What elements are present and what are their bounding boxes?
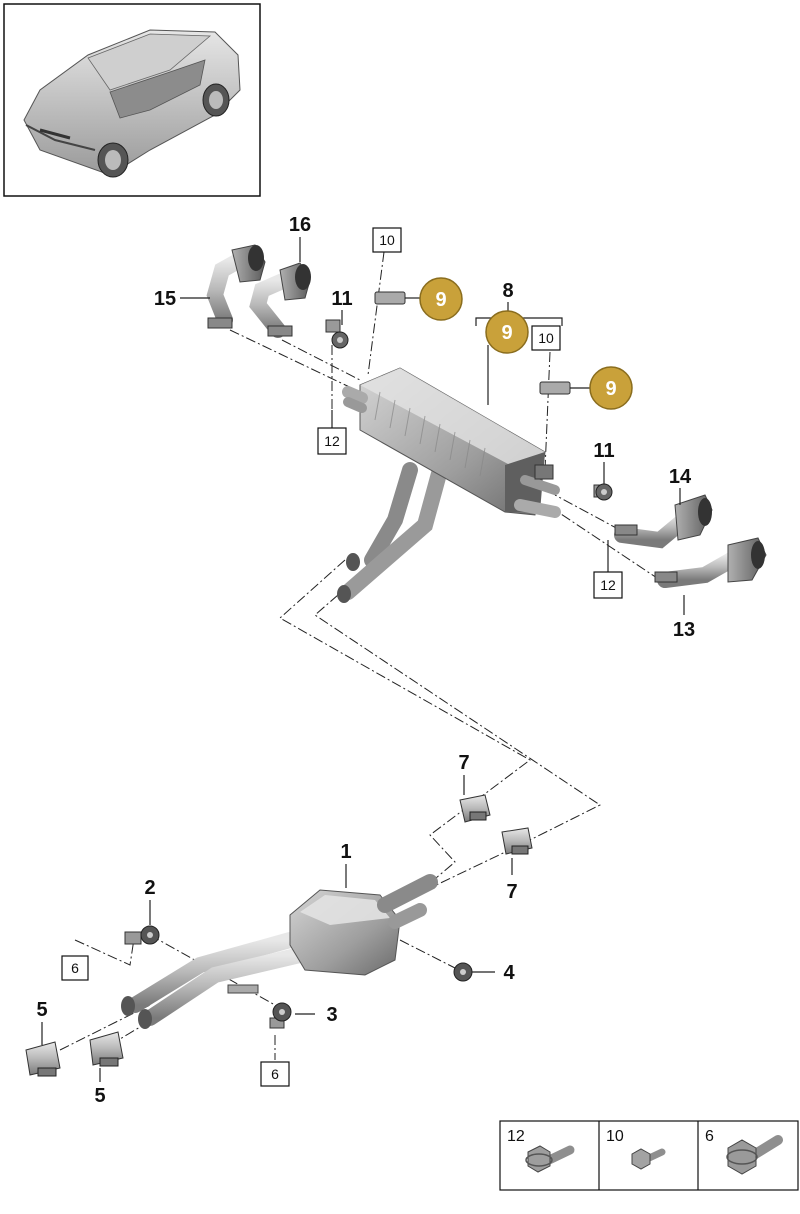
clamp-5-left <box>25 1041 61 1077</box>
label-15: 15 <box>154 288 176 310</box>
car-suv-icon <box>23 29 241 178</box>
badge-9-lower[interactable] <box>589 366 633 410</box>
tailpipe-13 <box>654 537 767 588</box>
tailpipe-16 <box>249 262 311 338</box>
leader-lines <box>41 237 685 1082</box>
sensor-bracket-9-a <box>374 291 406 305</box>
label-8: 8 <box>502 280 513 302</box>
clamp-7-upper <box>459 794 491 823</box>
label-16: 16 <box>289 214 311 236</box>
highlight-badges: 9 9 9 <box>419 277 633 410</box>
part-number-labels: 16 15 11 8 11 14 13 7 7 1 2 3 4 5 5 <box>36 214 695 1107</box>
box-10-right: 10 <box>538 330 554 346</box>
clamp-5-right <box>89 1031 124 1067</box>
rubber-mount-2 <box>124 925 160 945</box>
small-bolt-icon <box>631 1148 666 1170</box>
label-11-right: 11 <box>593 440 614 462</box>
hex-bolt-large-icon <box>726 1135 783 1175</box>
label-7-lower: 7 <box>506 881 517 903</box>
box-12-right: 12 <box>600 577 616 593</box>
badge-9-upper-text: 9 <box>435 289 446 311</box>
rubber-mount-4 <box>453 962 473 982</box>
box-12-left: 12 <box>324 433 340 449</box>
vehicle-thumbnail <box>3 3 261 197</box>
label-5-right: 5 <box>94 1085 105 1107</box>
label-4: 4 <box>503 962 515 984</box>
label-5-left: 5 <box>36 999 47 1021</box>
box-10-left: 10 <box>379 232 395 248</box>
fastener-table: 12 10 6 <box>499 1120 799 1191</box>
tailpipe-15 <box>206 244 266 329</box>
clamp-7-lower <box>501 827 533 855</box>
label-11-left: 11 <box>331 288 352 310</box>
hanger-11-right <box>593 483 613 501</box>
badge-9-middle-text: 9 <box>501 322 512 344</box>
label-1: 1 <box>340 841 351 863</box>
label-13: 13 <box>673 619 695 641</box>
fastener-number-10: 10 <box>606 1128 624 1145</box>
hex-bolt-flange-icon <box>525 1145 575 1173</box>
badge-9-upper[interactable] <box>419 277 463 321</box>
front-muffler <box>121 874 438 1029</box>
badge-9-lower-text: 9 <box>605 378 616 400</box>
label-2: 2 <box>144 877 155 899</box>
fastener-number-6: 6 <box>705 1128 714 1145</box>
sensor-bracket-9-c <box>539 381 571 395</box>
label-3: 3 <box>326 1004 337 1026</box>
rear-muffler <box>337 367 561 603</box>
box-6-left: 6 <box>71 960 79 976</box>
tailpipe-14 <box>614 494 713 549</box>
label-14: 14 <box>669 466 692 488</box>
box-6-bottom: 6 <box>271 1066 279 1082</box>
rubber-mount-3 <box>269 1002 292 1029</box>
label-7-upper: 7 <box>458 752 469 774</box>
badge-9-middle[interactable] <box>485 310 529 354</box>
hanger-11-left <box>325 319 349 349</box>
boxed-references: 10 10 12 12 6 6 <box>61 227 623 1087</box>
fastener-number-12: 12 <box>507 1128 525 1145</box>
